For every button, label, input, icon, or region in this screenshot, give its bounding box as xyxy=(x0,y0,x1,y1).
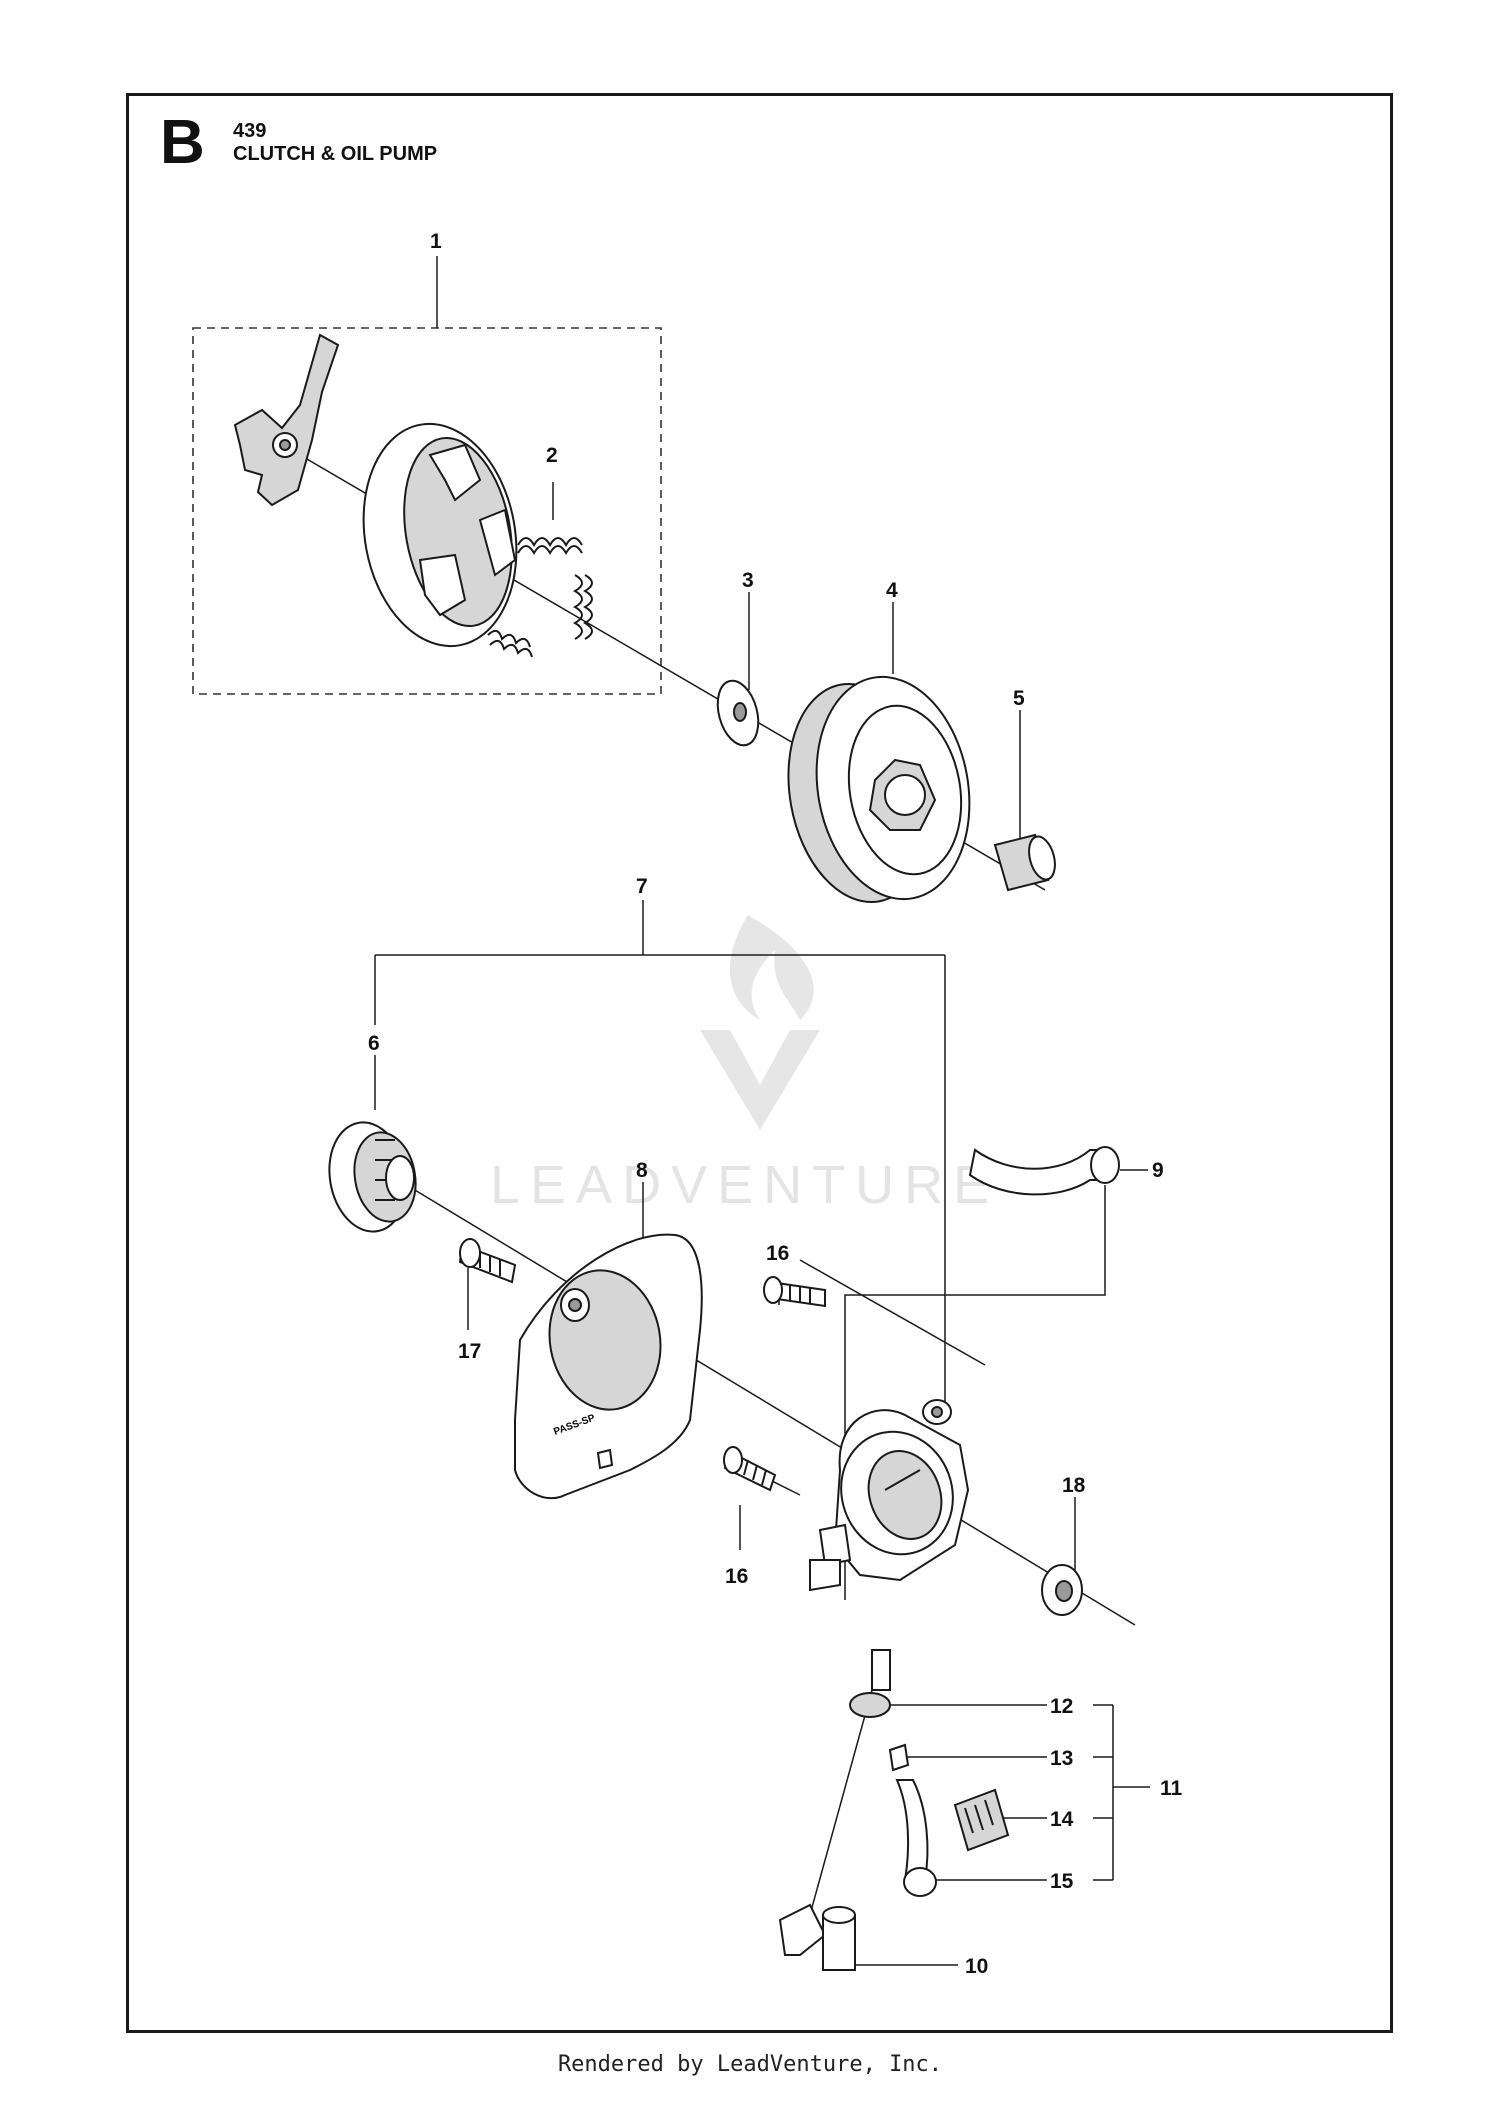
clutch-shoes xyxy=(362,422,518,648)
footer-credit: Rendered by LeadVenture, Inc. xyxy=(557,2052,943,2077)
callout-5: 5 xyxy=(1013,687,1025,710)
model-number: 439 xyxy=(233,120,267,142)
callout-9: 9 xyxy=(1152,1159,1164,1182)
callout-16-lower: 16 xyxy=(725,1565,748,1588)
watermark-logo: LEADVENTURE xyxy=(490,915,999,1215)
callout-11: 11 xyxy=(1160,1777,1183,1800)
oil-hose-9 xyxy=(968,1146,1120,1196)
section-letter: B xyxy=(160,108,205,177)
diagram-frame xyxy=(126,93,1393,2033)
screw-16-upper xyxy=(763,1276,826,1308)
needle-bearing xyxy=(993,833,1056,892)
elbow-fitting-10 xyxy=(778,1903,856,1971)
callout-16-upper: 16 xyxy=(766,1242,789,1265)
screw-17 xyxy=(458,1238,517,1284)
seal-6 xyxy=(328,1121,417,1233)
washer-18 xyxy=(1041,1564,1083,1616)
callout-8: 8 xyxy=(636,1159,648,1182)
callout-3: 3 xyxy=(742,569,754,592)
watermark-text: LEADVENTURE xyxy=(490,1155,999,1215)
callout-17: 17 xyxy=(458,1340,481,1363)
oil-pump xyxy=(809,1399,970,1592)
suction-hose-assembly xyxy=(849,1649,1010,1897)
callout-7: 7 xyxy=(636,875,648,898)
clutch-drum xyxy=(787,675,971,904)
callout-15: 15 xyxy=(1050,1870,1074,1893)
clutch-assembly-box xyxy=(192,327,662,695)
washer-3 xyxy=(716,679,760,747)
callout-10: 10 xyxy=(965,1955,988,1978)
clutch-hub-spider xyxy=(233,333,340,507)
callout-6: 6 xyxy=(368,1032,380,1055)
callout-12: 12 xyxy=(1050,1695,1073,1718)
cover-plate: PASS-SP xyxy=(514,1233,703,1500)
callout-1: 1 xyxy=(430,230,442,253)
screw-16-lower xyxy=(723,1446,777,1492)
callout-2: 2 xyxy=(546,444,558,467)
callout-13: 13 xyxy=(1050,1747,1073,1770)
section-title: CLUTCH & OIL PUMP xyxy=(233,143,438,165)
callout-4: 4 xyxy=(886,579,898,602)
callouts: 1 2 3 4 5 6 7 8 9 10 11 12 13 14 15 16 1… xyxy=(368,230,1183,1978)
clutch-springs xyxy=(487,537,593,658)
callout-14: 14 xyxy=(1050,1808,1074,1831)
callout-18: 18 xyxy=(1062,1474,1086,1497)
